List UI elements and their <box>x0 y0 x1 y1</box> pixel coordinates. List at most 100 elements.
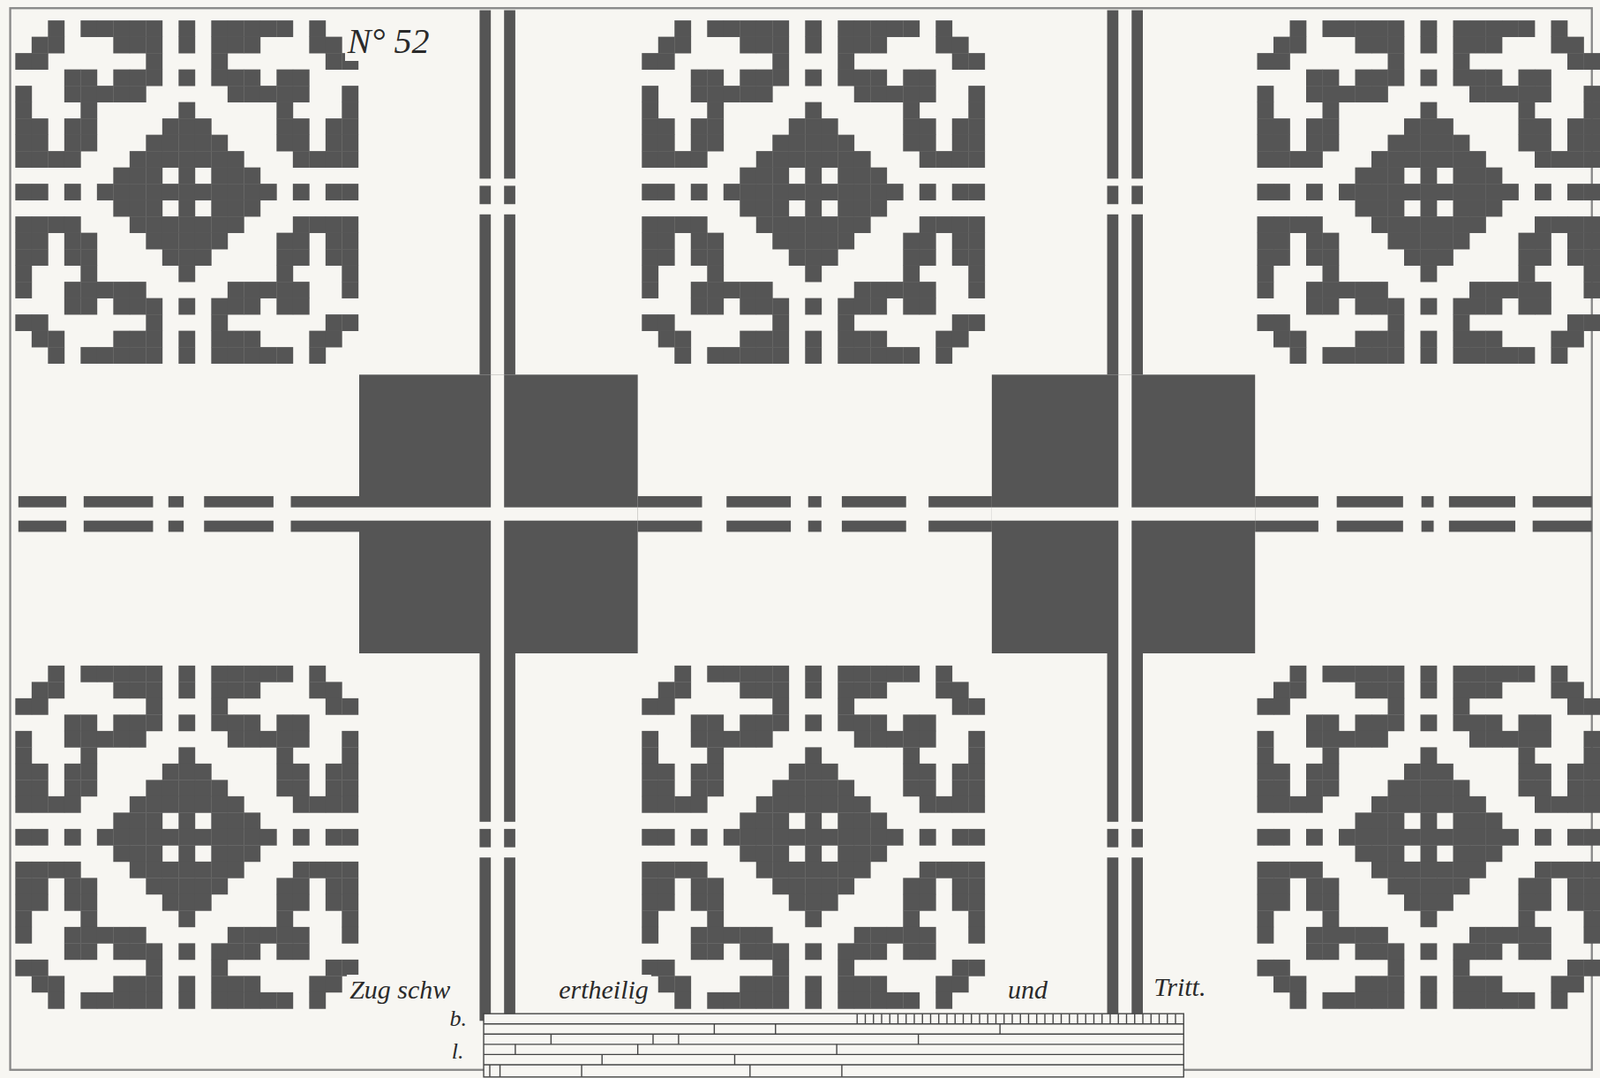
motif-cell <box>837 811 855 829</box>
motif-cell <box>1404 183 1421 201</box>
motif-cell <box>178 200 196 218</box>
motif-cell <box>260 991 278 1009</box>
motif-cell <box>15 893 32 911</box>
motif-cell <box>1534 183 1552 201</box>
motif-cell <box>80 779 98 797</box>
motif-cell <box>31 216 49 233</box>
motif-cell <box>15 746 32 764</box>
motif-cell <box>1469 975 1487 992</box>
motif-cell <box>756 665 774 683</box>
motif-cell <box>1534 779 1552 797</box>
gap <box>991 507 1255 521</box>
motif-cell <box>195 893 212 911</box>
motif-cell <box>691 232 708 250</box>
motif-cell <box>641 85 659 103</box>
motif-cell <box>80 232 98 250</box>
motif-cell <box>1534 69 1552 87</box>
motif-cell <box>739 37 757 54</box>
motif-cell <box>97 346 114 364</box>
motif-cell <box>80 118 98 136</box>
motif-cell <box>1404 118 1421 136</box>
motif-cell <box>1388 232 1405 250</box>
motif-cell <box>658 893 676 911</box>
motif-cell <box>1584 877 1600 894</box>
motif-cell <box>47 150 65 168</box>
draft-line <box>483 1063 1184 1065</box>
motif-cell <box>854 37 872 54</box>
motif-cell <box>1567 959 1585 977</box>
motif-cell <box>756 796 774 813</box>
motif-cell <box>31 828 49 846</box>
motif-cell <box>145 232 163 250</box>
motif-cell <box>1257 698 1275 715</box>
motif-cell <box>1584 85 1600 103</box>
motif-cell <box>325 330 343 348</box>
motif-cell <box>1306 942 1323 960</box>
motif-cell <box>1355 942 1373 960</box>
motif-cell <box>935 346 953 364</box>
motif-cell <box>1453 167 1471 185</box>
motif-cell <box>129 183 147 201</box>
motif-cell <box>1355 975 1373 992</box>
motif-cell <box>129 37 147 54</box>
draft-tick <box>1076 1013 1078 1024</box>
motif-cell <box>1388 844 1405 862</box>
motif-cell <box>178 844 196 862</box>
motif-cell <box>1371 942 1389 960</box>
motif-cell <box>1371 281 1389 299</box>
motif-cell <box>1436 150 1454 168</box>
motif-cell <box>952 877 970 894</box>
motif-cell <box>870 665 887 683</box>
motif-cell <box>112 330 130 348</box>
motif-cell <box>658 796 676 813</box>
motif-cell <box>145 681 163 699</box>
motif-cell <box>64 281 82 299</box>
motif-cell <box>243 713 261 731</box>
motif-cell <box>210 975 228 992</box>
motif-cell <box>837 298 855 316</box>
motif-cell <box>1518 779 1536 797</box>
motif-cell <box>1518 281 1536 299</box>
stripe <box>726 495 791 508</box>
motif-cell <box>706 69 724 87</box>
motif-cell <box>1469 991 1487 1009</box>
motif-cell <box>1420 796 1438 813</box>
motif-cell <box>772 713 789 731</box>
motif-cell <box>886 991 904 1009</box>
motif-cell <box>641 877 659 894</box>
motif-cell <box>112 811 130 829</box>
motif-cell <box>641 779 659 797</box>
motif-cell <box>968 216 985 233</box>
motif-cell <box>1453 69 1471 87</box>
motif-cell <box>804 298 822 316</box>
motif-cell <box>1486 167 1503 185</box>
motif-cell <box>968 135 985 152</box>
motif-cell <box>1257 877 1275 894</box>
motif-cell <box>691 85 708 103</box>
motif-cell <box>308 861 326 879</box>
motif-cell <box>1371 85 1389 103</box>
motif-cell <box>952 959 970 977</box>
motif-cell <box>804 763 822 781</box>
motif-cell <box>772 844 789 862</box>
motif-cell <box>739 200 757 218</box>
motif-cell <box>80 746 98 764</box>
motif-cell <box>292 926 310 944</box>
motif-cell <box>854 216 872 233</box>
motif-cell <box>1518 85 1536 103</box>
motif-cell <box>1420 942 1438 960</box>
motif-cell <box>723 20 741 38</box>
motif-cell <box>243 298 261 316</box>
motif-cell <box>227 20 245 38</box>
motif-cell <box>1518 69 1536 87</box>
motif-cell <box>1469 298 1487 316</box>
motif-cell <box>341 314 359 331</box>
motif-cell <box>1551 37 1569 54</box>
motif-cell <box>1388 698 1405 715</box>
motif-cell <box>31 135 49 152</box>
motif-cell <box>1306 730 1323 748</box>
motif-cell <box>919 713 937 731</box>
motif-cell <box>821 248 839 266</box>
stripe <box>1337 495 1404 508</box>
motif-cell <box>97 991 114 1009</box>
